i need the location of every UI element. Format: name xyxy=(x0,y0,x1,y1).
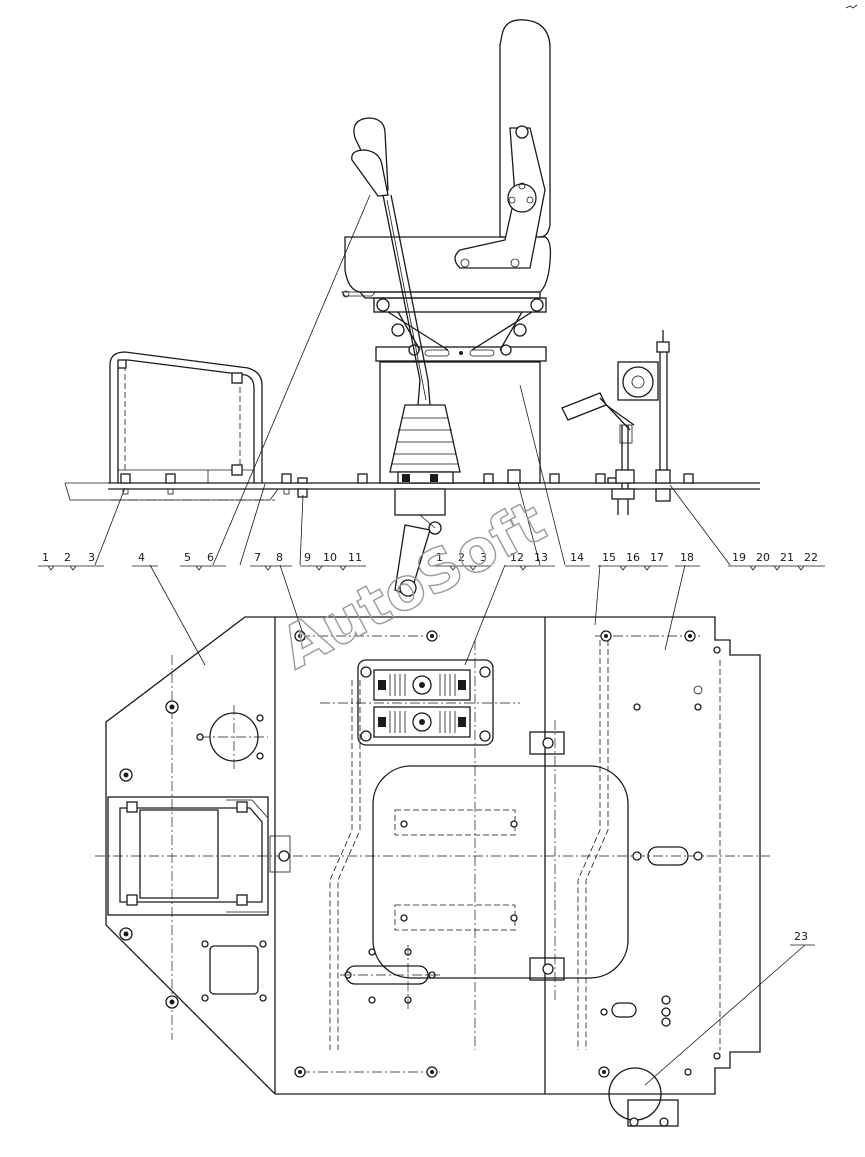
callout-label-3: 3 xyxy=(88,551,95,564)
slot-lower-right xyxy=(611,1002,637,1018)
callout-label-21: 21 xyxy=(780,551,794,564)
callout-label-3b: 3 xyxy=(480,551,487,564)
callout-label-12: 12 xyxy=(510,551,524,564)
callout-label-16: 16 xyxy=(626,551,640,564)
callout-label-6: 6 xyxy=(207,551,214,564)
callout-label-5: 5 xyxy=(184,551,191,564)
callout-label-19: 19 xyxy=(732,551,746,564)
callout-label-18: 18 xyxy=(680,551,694,564)
callout-label-2b: 2 xyxy=(458,551,465,564)
control-lever xyxy=(351,117,461,597)
side-guard-frame xyxy=(109,351,263,483)
callout-label-23: 23 xyxy=(794,930,808,943)
callout-label-17: 17 xyxy=(650,551,664,564)
round-fitting-23 xyxy=(600,1067,679,1127)
square-opening-left xyxy=(209,945,259,995)
plan-view xyxy=(95,616,770,1127)
pedal-assembly xyxy=(561,330,671,515)
corner-mark xyxy=(845,4,858,9)
callout-label-20: 20 xyxy=(756,551,770,564)
operator-seat xyxy=(341,19,552,299)
left-hatch xyxy=(107,796,291,916)
callout-label-1b: 1 xyxy=(436,551,443,564)
slot-lower-left xyxy=(340,945,440,1010)
callout-group: 1 2 3 4 5 6 7 8 9 10 11 1 2 3 12 13 14 1… xyxy=(38,194,825,1086)
seat-pedestal xyxy=(373,297,547,484)
plan-bolt-holes xyxy=(119,630,721,1078)
callout-label-15: 15 xyxy=(602,551,616,564)
slot-right xyxy=(647,846,689,866)
callout-label-9: 9 xyxy=(304,551,311,564)
callout-label-22: 22 xyxy=(804,551,818,564)
seat-mount-panel xyxy=(372,765,629,979)
floor-plate-outline xyxy=(105,616,761,1095)
side-elevation xyxy=(64,19,760,597)
watermark: AutoSoft xyxy=(270,487,557,682)
callout-label-10: 10 xyxy=(323,551,337,564)
callout-label-7: 7 xyxy=(254,551,261,564)
callout-label-11: 11 xyxy=(348,551,362,564)
callout-label-8: 8 xyxy=(276,551,283,564)
callout-label-2: 2 xyxy=(64,551,71,564)
control-mount xyxy=(357,659,494,746)
callout-label-4: 4 xyxy=(138,551,145,564)
callout-label-1: 1 xyxy=(42,551,49,564)
callout-label-14: 14 xyxy=(570,551,584,564)
callout-label-13: 13 xyxy=(534,551,548,564)
floor-bolts xyxy=(120,469,694,498)
